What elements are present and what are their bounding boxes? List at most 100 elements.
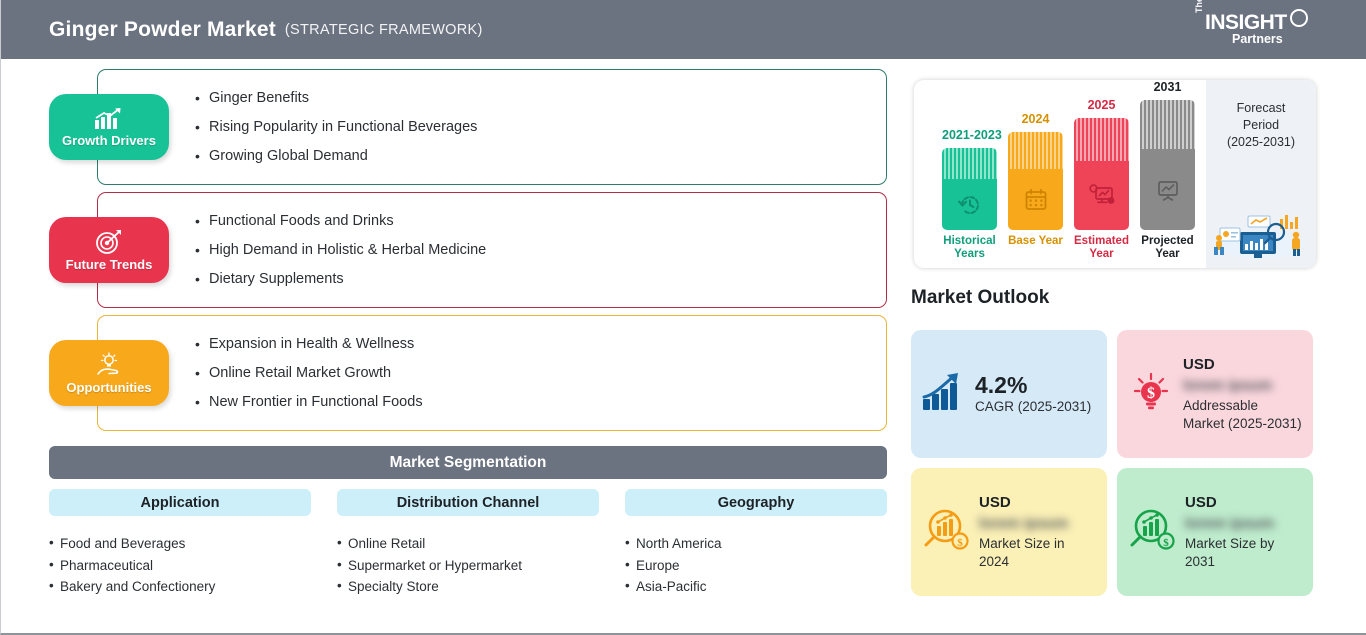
presentation-chart-icon — [1157, 180, 1178, 201]
badge-future-trends[interactable]: Future Trends — [49, 217, 169, 283]
card-value-hidden: lorem ipsum — [979, 515, 1069, 532]
logo-partners-text: Partners — [1232, 32, 1283, 46]
market-outlook-title: Market Outlook — [911, 287, 1050, 308]
list-item: Specialty Store — [337, 576, 599, 598]
svg-text:$: $ — [1147, 385, 1155, 402]
card-icon-wrapper: $ — [1127, 368, 1175, 421]
driver-row-opportunities: Opportunities Expansion in Health & Well… — [49, 315, 887, 431]
card-sublabel: Market Size by 2031 — [1185, 536, 1275, 569]
timeline-bar-estimated: 2025 — [1074, 98, 1129, 260]
card-text: USD lorem ipsum Addressable Market (2025… — [1183, 355, 1303, 433]
driver-list: Functional Foods and Drinks High Demand … — [195, 192, 873, 308]
target-icon — [96, 229, 121, 254]
timeline-year-label: 2021-2023 — [942, 128, 1002, 142]
bar-chart-arrow-icon — [95, 107, 121, 129]
card-text: USD lorem ipsum Market Size in 2024 — [979, 493, 1097, 571]
segmentation-list: Online Retail Supermarket or Hypermarket… — [337, 533, 599, 598]
card-addressable-market[interactable]: $ USD lorem ipsum Addressable Market (20… — [1117, 330, 1313, 458]
magnifier-chart-icon: $ — [924, 509, 969, 550]
lightbulb-hand-icon — [97, 351, 119, 375]
badge-growth-drivers[interactable]: Growth Drivers — [49, 94, 169, 160]
timeline-caption: Projected Year — [1141, 235, 1194, 260]
segmentation-columns: Application Food and Beverages Pharmaceu… — [49, 489, 887, 629]
page-header: Ginger Powder Market (STRATEGIC FRAMEWOR… — [1, 0, 1366, 59]
svg-text:$: $ — [957, 537, 963, 549]
forecast-line-1: Forecast — [1236, 101, 1286, 115]
driver-row-growth-drivers: Growth Drivers Ginger Benefits Rising Po… — [49, 69, 887, 185]
badge-label: Growth Drivers — [62, 132, 156, 148]
timeline-year-label: 2024 — [1021, 112, 1050, 126]
badge-label: Opportunities — [66, 379, 152, 395]
list-item: Europe — [625, 555, 887, 577]
card-sublabel: Addressable Market (2025-2031) — [1183, 398, 1302, 431]
card-value-hidden: lorem ipsum — [1183, 377, 1273, 394]
card-icon-wrapper: $ — [921, 507, 971, 558]
timeline-bars: 2021-2023 Historical Years — [930, 80, 1195, 268]
card-market-size-2031[interactable]: $ USD lorem ipsum Market Size by 2031 — [1117, 468, 1313, 596]
card-cagr[interactable]: 4.2% CAGR (2025-2031) — [911, 330, 1107, 458]
list-item: High Demand in Holistic & Herbal Medicin… — [195, 236, 873, 265]
timeline-year-label: 2025 — [1087, 98, 1116, 112]
card-currency: USD — [979, 494, 1011, 511]
logo-insight-text: INSIGHT — [1205, 11, 1287, 34]
card-value-cagr: 4.2% — [975, 372, 1028, 398]
card-text: USD lorem ipsum Market Size by 2031 — [1185, 493, 1303, 571]
segmentation-chip-label: Geography — [717, 494, 795, 511]
data-analysis-illustration — [1214, 215, 1304, 259]
timeline-bar-historical: 2021-2023 Historical Years — [942, 128, 1002, 260]
forecast-period-panel: Forecast Period (2025-2031) — [1206, 80, 1316, 268]
card-icon-wrapper: $ — [1127, 507, 1177, 558]
segmentation-list: North America Europe Asia-Pacific — [625, 533, 887, 598]
calendar-icon — [1025, 188, 1046, 210]
card-market-size-2024[interactable]: $ USD lorem ipsum Market Size in 2024 — [911, 468, 1107, 596]
svg-text:$: $ — [1163, 537, 1169, 549]
magnifier-chart-icon: $ — [1130, 509, 1175, 550]
segmentation-chip[interactable]: Application — [49, 489, 311, 516]
timeline-bar-projected: 2031 Projected — [1140, 80, 1195, 260]
left-column: Growth Drivers Ginger Benefits Rising Po… — [1, 59, 906, 635]
timeline-card: 2021-2023 Historical Years — [914, 80, 1316, 268]
segmentation-chip-label: Application — [140, 494, 220, 511]
forecast-line-2: Period — [1242, 118, 1280, 132]
list-item: Online Retail Market Growth — [195, 359, 873, 388]
analytics-monitor-icon — [1088, 184, 1114, 205]
list-item: Growing Global Demand — [195, 142, 873, 171]
timeline-caption: Historical Years — [943, 235, 996, 260]
logo-the-text: The — [1194, 0, 1204, 13]
logo-ring-icon — [1290, 9, 1308, 27]
card-currency: USD — [1183, 356, 1215, 373]
market-segmentation-header: Market Segmentation — [49, 446, 887, 479]
list-item: Supermarket or Hypermarket — [337, 555, 599, 577]
list-item: Functional Foods and Drinks — [195, 207, 873, 236]
timeline-caption: Base Year — [1008, 235, 1063, 247]
driver-list: Ginger Benefits Rising Popularity in Fun… — [195, 69, 873, 185]
clock-rewind-icon — [957, 195, 979, 214]
list-item: Bakery and Confectionery — [49, 576, 311, 598]
card-text: 4.2% CAGR (2025-2031) — [975, 372, 1097, 416]
card-value-hidden: lorem ipsum — [1185, 515, 1275, 532]
segmentation-chip[interactable]: Geography — [625, 489, 887, 516]
timeline-bar-base: 2024 — [1008, 112, 1063, 247]
card-icon-wrapper — [921, 371, 967, 418]
page-title: Ginger Powder Market — [49, 17, 276, 41]
driver-list: Expansion in Health & Wellness Online Re… — [195, 315, 873, 431]
segmentation-column-distribution-channel: Distribution Channel Online Retail Super… — [337, 489, 599, 629]
forecast-period-text: Forecast Period (2025-2031) — [1206, 100, 1316, 151]
list-item: Online Retail — [337, 533, 599, 555]
list-item: Rising Popularity in Functional Beverage… — [195, 113, 873, 142]
segmentation-column-application: Application Food and Beverages Pharmaceu… — [49, 489, 311, 629]
badge-label: Future Trends — [65, 256, 153, 272]
card-currency: USD — [1185, 494, 1217, 511]
badge-opportunities[interactable]: Opportunities — [49, 340, 169, 406]
list-item: New Frontier in Functional Foods — [195, 388, 873, 417]
list-item: Pharmaceutical — [49, 555, 311, 577]
segmentation-chip-label: Distribution Channel — [396, 494, 540, 511]
right-column: 2021-2023 Historical Years — [906, 59, 1366, 635]
list-item: North America — [625, 533, 887, 555]
segmentation-chip[interactable]: Distribution Channel — [337, 489, 599, 516]
lightbulb-dollar-icon: $ — [1133, 372, 1169, 409]
growth-chart-icon — [922, 372, 958, 410]
list-item: Asia-Pacific — [625, 576, 887, 598]
market-outlook-cards: 4.2% CAGR (2025-2031) — [911, 330, 1323, 596]
